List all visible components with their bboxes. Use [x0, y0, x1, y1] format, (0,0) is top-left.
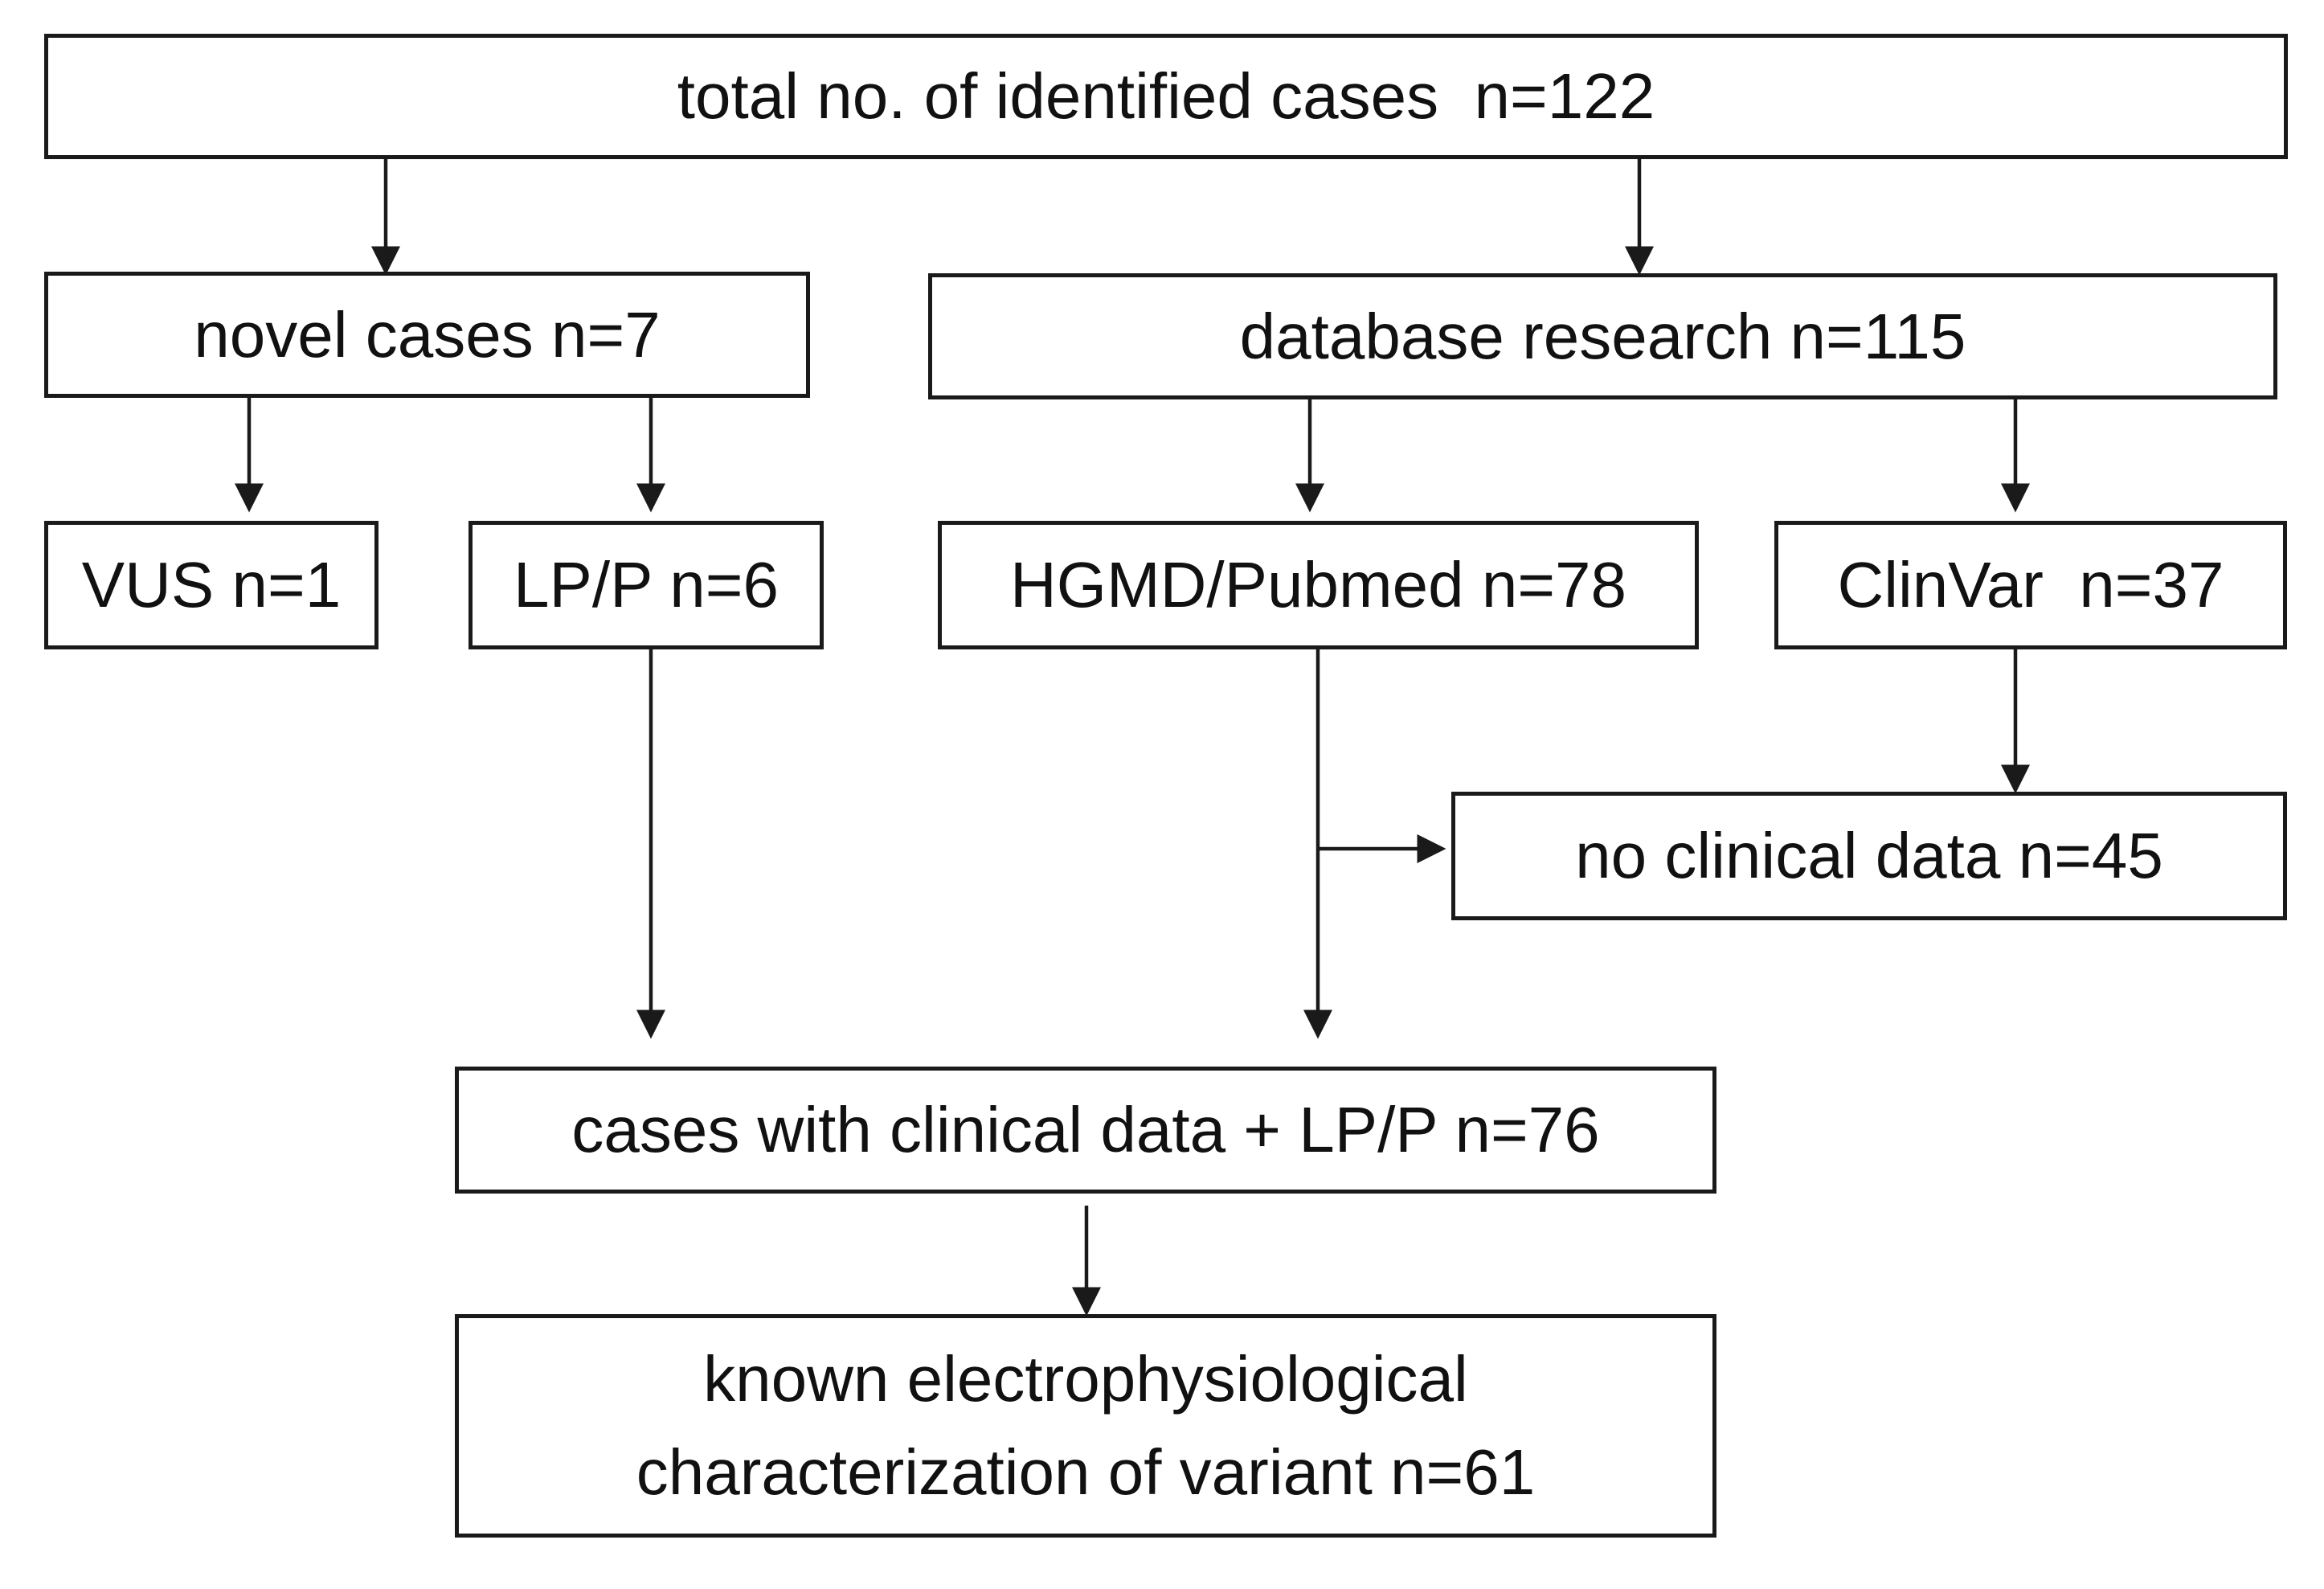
- clinvar-label: ClinVar n=37: [1837, 549, 2224, 620]
- no-clinical-data-box: no clinical data n=45: [1451, 792, 2287, 920]
- no-clinical-data-label: no clinical data n=45: [1575, 820, 2163, 891]
- vus-box: VUS n=1: [44, 521, 378, 649]
- known-electrophysiological-line2: characterization of variant n=61: [636, 1436, 1536, 1508]
- clinical-data-lpp-label: cases with clinical data + LP/P n=76: [571, 1094, 1600, 1165]
- lpp-box: LP/P n=6: [468, 521, 824, 649]
- known-electrophysiological-line1: known electrophysiological: [703, 1343, 1468, 1415]
- vus-label: VUS n=1: [81, 549, 342, 620]
- database-research-box: database research n=115: [928, 273, 2277, 399]
- clinical-data-lpp-box: cases with clinical data + LP/P n=76: [455, 1067, 1716, 1194]
- database-research-label: database research n=115: [1239, 300, 1966, 372]
- hgmd-pubmed-label: HGMD/Pubmed n=78: [1009, 549, 1627, 620]
- novel-cases-label: novel cases n=7: [194, 298, 661, 371]
- hgmd-pubmed-box: HGMD/Pubmed n=78: [938, 521, 1699, 649]
- lpp-label: LP/P n=6: [513, 549, 779, 620]
- novel-cases-box: novel cases n=7: [44, 272, 810, 398]
- total-cases-label: total no. of identified cases n=122: [677, 60, 1655, 132]
- known-electrophysiological-box: known electrophysiological characterizat…: [455, 1314, 1716, 1538]
- total-cases-box: total no. of identified cases n=122: [44, 34, 2288, 159]
- clinvar-box: ClinVar n=37: [1774, 521, 2287, 649]
